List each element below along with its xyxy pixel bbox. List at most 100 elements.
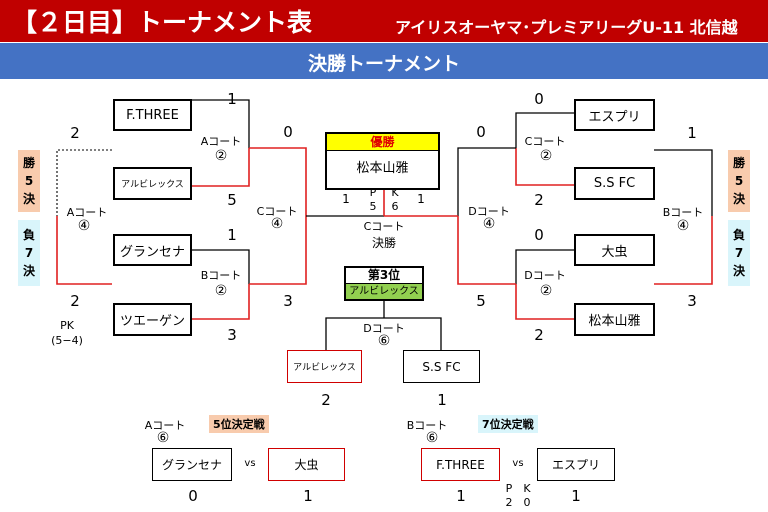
subheader-bar: 決勝トーナメント <box>0 43 768 79</box>
team-box: エスプリ <box>574 99 655 131</box>
score: 1 <box>571 487 581 505</box>
final-winner-box: 優勝 松本山雅 <box>325 132 440 190</box>
match-number: ④ <box>77 218 91 234</box>
final-score-left: 1 <box>342 192 350 206</box>
score: 2 <box>321 391 331 409</box>
team-box: アルビレックス <box>113 167 192 200</box>
score: 5 <box>227 191 237 209</box>
match-number: ⑥ <box>156 430 170 446</box>
final-pk-right: 6 <box>391 200 399 213</box>
team-box: S.S FC <box>574 167 655 200</box>
final-score-right: 1 <box>417 192 425 206</box>
score: 1 <box>303 487 313 505</box>
score: 3 <box>227 326 237 344</box>
score: 1 <box>227 90 237 108</box>
court-label: Cコート <box>256 205 298 218</box>
right-consolation-lines <box>654 149 713 285</box>
fifth-place-title: 5位決定戦 <box>209 415 269 433</box>
right-qf-bottom-lines <box>515 249 574 320</box>
court-label: Aコート <box>200 135 242 148</box>
league-name: アイリスオーヤマ･プレミアリーグU-11 北信越 <box>395 18 738 37</box>
match-number: ② <box>214 148 228 164</box>
left-semi-lines <box>249 147 384 285</box>
team-box: グランセナ <box>152 448 232 481</box>
vs-label: vs <box>512 458 524 469</box>
team-box: ツエーゲン <box>113 303 192 336</box>
court-label: Aコート <box>144 419 186 432</box>
pk-k: K <box>523 482 531 495</box>
final-pk-k: K <box>391 186 399 199</box>
match-number: ② <box>214 283 228 299</box>
seventh-place-title: 7位決定戦 <box>478 415 538 433</box>
score: 2 <box>534 326 544 344</box>
score: 2 <box>534 191 544 209</box>
pk-score-b: 0 <box>523 496 531 509</box>
final-court: Cコート <box>363 220 405 233</box>
team-box: 大虫 <box>574 234 655 266</box>
left-consolation-lines <box>56 149 112 285</box>
court-label: Bコート <box>662 206 704 219</box>
left-qf-bottom-lines <box>184 249 250 320</box>
right-qf-top-lines <box>515 112 574 186</box>
final-pk-p: P <box>369 186 377 199</box>
score: 1 <box>437 391 447 409</box>
third-place-team: アルビレックス <box>346 284 422 299</box>
third-place-lines <box>325 300 442 350</box>
team-box: S.S FC <box>403 350 480 383</box>
right-lose-tag: 負 7 決 <box>728 220 750 286</box>
header-bar: 【２日目】トーナメント表 アイリスオーヤマ･プレミアリーグU-11 北信越 <box>0 0 768 42</box>
score: 0 <box>534 226 544 244</box>
score: 0 <box>534 90 544 108</box>
match-number: ④ <box>482 216 496 232</box>
score: 5 <box>476 292 486 310</box>
third-place-label: 第3位 <box>346 268 422 284</box>
team-box: グランセナ <box>113 234 192 266</box>
match-number: ② <box>539 148 553 164</box>
score: 3 <box>687 292 697 310</box>
section-title: 決勝トーナメント <box>307 53 460 75</box>
champion-label: 優勝 <box>327 134 438 151</box>
left-qf-top-lines <box>184 99 250 187</box>
vs-label: vs <box>244 458 256 469</box>
court-label: Bコート <box>200 269 242 282</box>
score: 2 <box>70 124 80 142</box>
champion-team: 松本山雅 <box>356 161 409 176</box>
score: 2 <box>70 292 80 310</box>
team-box: F.THREE <box>421 448 500 481</box>
score: 1 <box>456 487 466 505</box>
right-win-tag: 勝 5 決 <box>728 150 750 212</box>
court-label: Dコート <box>468 205 510 218</box>
team-box: アルビレックス <box>287 350 362 383</box>
score: 0 <box>188 487 198 505</box>
third-place-box: 第3位 アルビレックス <box>344 266 424 301</box>
pk-label: PK <box>60 319 74 332</box>
pk-score-a: 2 <box>505 496 513 509</box>
pk-score: (5−4) <box>51 334 83 347</box>
score: 3 <box>283 292 293 310</box>
court-label: Bコート <box>406 419 448 432</box>
final-label: 決勝 <box>371 236 396 250</box>
match-number: ② <box>539 283 553 299</box>
match-number: ⑥ <box>425 430 439 446</box>
right-semi-lines <box>384 147 516 285</box>
page-title: 【２日目】トーナメント表 <box>12 8 313 37</box>
team-box: F.THREE <box>113 99 192 131</box>
pk-p: P <box>505 482 513 495</box>
team-box: 松本山雅 <box>574 303 655 336</box>
match-number: ④ <box>270 216 284 232</box>
final-pk-left: 5 <box>369 200 377 213</box>
court-label: Aコート <box>66 206 108 219</box>
match-number: ⑥ <box>377 333 391 349</box>
team-box: エスプリ <box>537 448 615 481</box>
third-court: Dコート <box>363 322 405 335</box>
score: 0 <box>283 123 293 141</box>
court-label: Cコート <box>524 135 566 148</box>
left-lose-tag: 負 7 決 <box>18 220 40 286</box>
score: 0 <box>476 123 486 141</box>
match-number: ④ <box>676 218 690 234</box>
score: 1 <box>687 124 697 142</box>
score: 1 <box>227 226 237 244</box>
team-box: 大虫 <box>268 448 345 481</box>
left-win-tag: 勝 5 決 <box>18 150 40 212</box>
